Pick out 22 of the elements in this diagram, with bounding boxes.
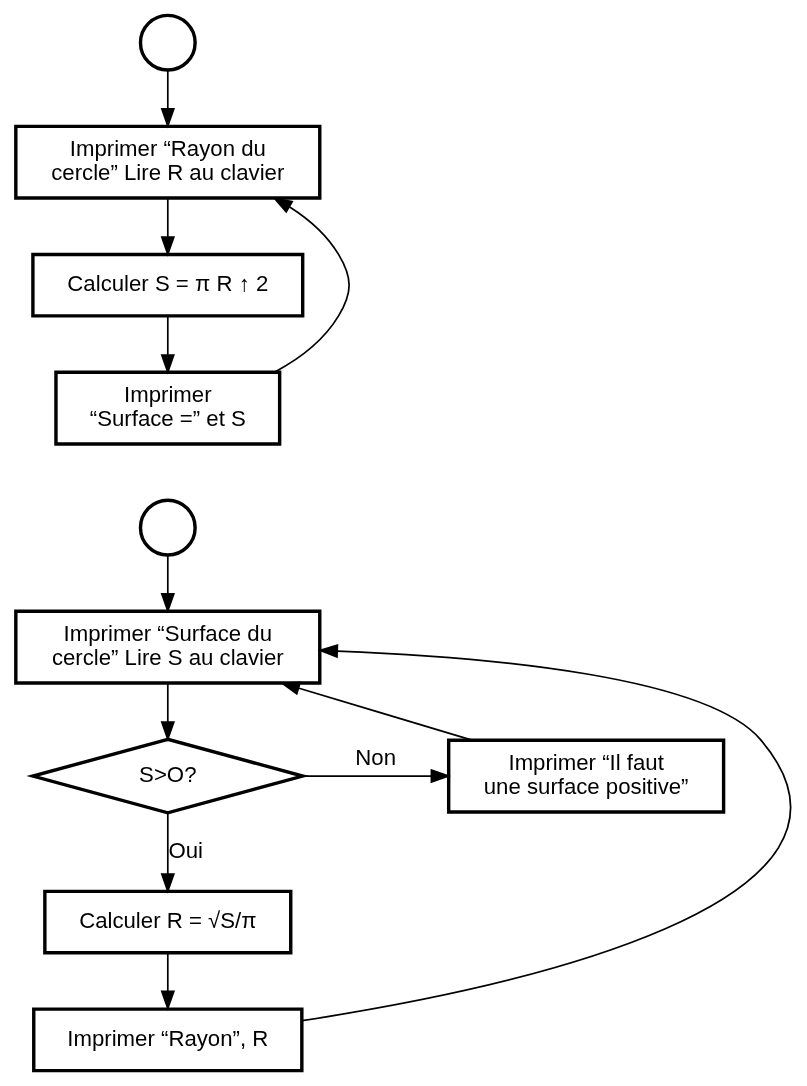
arrow <box>279 681 473 741</box>
node-box: Imprimer “Surface du cercle” Lire S au clavier <box>14 609 322 685</box>
arrow <box>301 643 792 1022</box>
node-box: Calculer R = √S/π <box>43 889 293 955</box>
arrow <box>160 952 175 1011</box>
arrow <box>272 196 350 373</box>
arrow <box>160 554 175 614</box>
arrow <box>160 69 175 129</box>
node-box: Imprimer “Surface =” et S <box>54 370 282 446</box>
arrow <box>160 812 175 894</box>
node-box: Imprimer “Rayon du cercle” Lire R au clavier <box>14 124 322 200</box>
node-box: Imprimer “Rayon”, R <box>32 1007 304 1073</box>
node-box: Calculer S = π R ↑ 2 <box>31 252 305 318</box>
arrow <box>160 197 175 257</box>
edge-label: Non <box>355 744 397 770</box>
node-circle <box>138 13 197 72</box>
arrow <box>160 682 175 742</box>
node-circle <box>138 498 197 557</box>
arrow <box>302 768 452 784</box>
arrow <box>160 315 175 375</box>
edge-label: Oui <box>168 837 203 863</box>
node-box: Imprimer “Il faut une surface positive” <box>447 738 726 814</box>
